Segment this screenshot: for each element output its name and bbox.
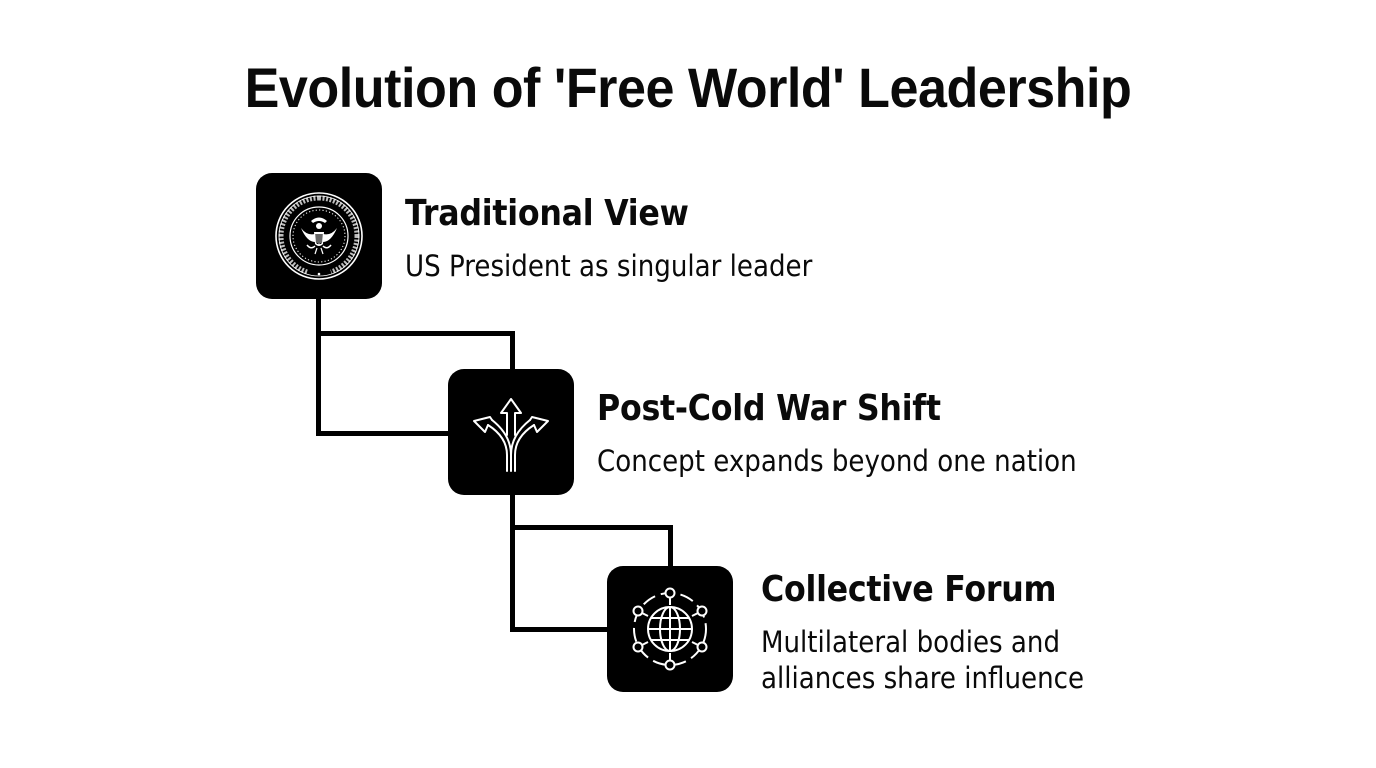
connector-1-horizontal-bottom (316, 431, 450, 436)
connector-2-vertical-right (668, 525, 673, 568)
step-2-title: Post-Cold War Shift (597, 388, 941, 429)
step-3-icon-tile (607, 566, 733, 692)
step-3-title: Collective Forum (761, 569, 1057, 610)
connector-2-horizontal-top (510, 525, 673, 530)
connector-1-vertical-left (316, 298, 321, 436)
presidential-seal-icon (275, 192, 363, 280)
connector-1-vertical-right (510, 331, 515, 371)
step-2-text: Post-Cold War Shift Concept expands beyo… (597, 387, 1130, 479)
connector-2-horizontal-bottom (510, 627, 609, 632)
networked-globe-icon (632, 587, 708, 671)
step-1-description: US President as singular leader (405, 249, 813, 283)
step-1-title: Traditional View (405, 193, 689, 234)
step-3-description: Multilateral bodies and alliances share … (761, 625, 1085, 695)
diagram-title: Evolution of 'Free World' Leadership (244, 56, 1132, 119)
step-2-icon-tile (448, 369, 574, 495)
step-3-text: Collective Forum Multilateral bodies and… (761, 568, 1181, 696)
connector-2-vertical-left (510, 494, 515, 632)
step-1-icon-tile (256, 173, 382, 299)
step-2-description: Concept expands beyond one nation (597, 444, 1077, 478)
step-1-text: Traditional View US President as singula… (405, 192, 858, 284)
connector-1-horizontal-top (316, 331, 515, 336)
diverging-arrows-icon (473, 398, 549, 472)
